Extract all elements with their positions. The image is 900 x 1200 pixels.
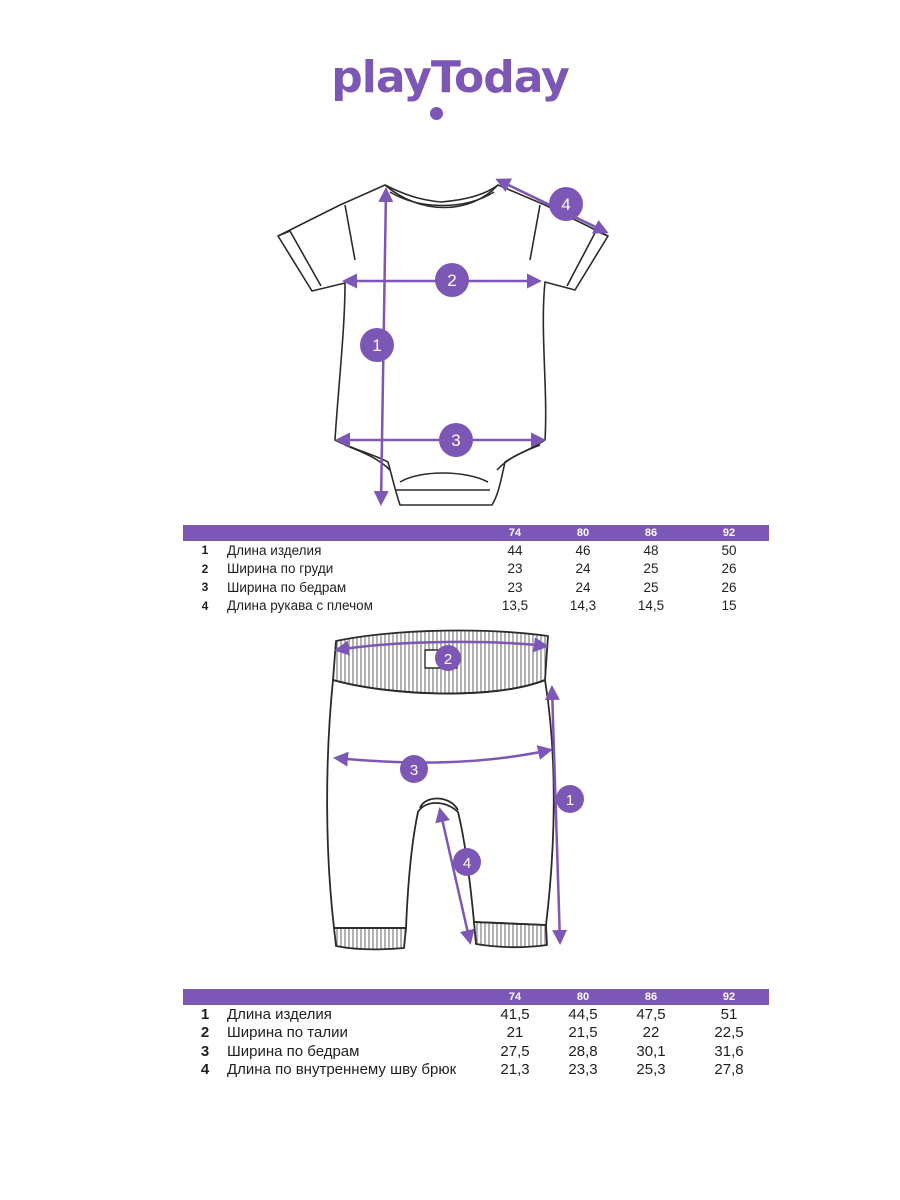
pants-measure-lines — [333, 637, 568, 945]
svg-text:3: 3 — [451, 431, 460, 450]
bodysuit-marker-3: 3 — [439, 423, 473, 457]
svg-text:2: 2 — [447, 271, 456, 290]
bodysuit-marker-1: 1 — [360, 328, 394, 362]
row-value: 23 — [507, 579, 523, 595]
row-number: 2 — [200, 1024, 210, 1042]
table-row: 4 Длина рукава с плечом 13,5 14,3 14,5 1… — [183, 597, 769, 616]
row-value: 23 — [507, 561, 523, 577]
size-header: 80 — [553, 525, 613, 541]
logo-dot — [430, 107, 443, 120]
row-value: 51 — [720, 1005, 738, 1023]
table-row: 4 Длина по внутреннему шву брюк 21,3 23,… — [183, 1061, 769, 1080]
row-value: 24 — [575, 579, 591, 595]
row-value: 21,5 — [568, 1024, 598, 1042]
table-row: 2 Ширина по талии 21 21,5 22 22,5 — [183, 1024, 769, 1043]
row-number: 4 — [200, 1061, 210, 1079]
row-value: 27,5 — [500, 1042, 530, 1060]
row-value: 44 — [507, 542, 523, 558]
row-value: 22 — [642, 1024, 660, 1042]
row-value: 31,6 — [714, 1042, 744, 1060]
table-row: 1 Длина изделия 44 46 48 50 — [183, 541, 769, 560]
table-row: 2 Ширина по груди 23 24 25 26 — [183, 560, 769, 579]
row-value: 14,3 — [569, 598, 597, 614]
pants-marker-1: 1 — [556, 785, 584, 813]
row-value: 48 — [643, 542, 659, 558]
bodysuit-size-table: 74 80 86 92 1 Длина изделия 44 46 48 50 … — [183, 525, 769, 615]
size-header: 86 — [613, 525, 689, 541]
row-value: 24 — [575, 561, 591, 577]
row-number: 2 — [201, 561, 209, 576]
row-value: 44,5 — [568, 1005, 598, 1023]
size-header: 80 — [553, 989, 613, 1005]
bodysuit-drawing: 1 2 3 4 — [277, 178, 609, 506]
brand-logo: playToday — [331, 52, 570, 103]
row-value: 25,3 — [636, 1061, 666, 1079]
row-label: Ширина по бедрам — [227, 579, 347, 595]
pants-marker-2: 2 — [435, 645, 461, 671]
row-number: 3 — [200, 1042, 210, 1060]
row-label: Ширина по бедрам — [227, 1042, 360, 1060]
row-value: 28,8 — [568, 1042, 598, 1060]
svg-text:1: 1 — [372, 336, 381, 355]
row-value: 26 — [721, 561, 737, 577]
row-value: 15 — [721, 598, 737, 614]
size-header-row: 74 80 86 92 — [183, 525, 769, 541]
row-value: 47,5 — [636, 1005, 666, 1023]
row-value: 41,5 — [500, 1005, 530, 1023]
row-value: 22,5 — [714, 1024, 744, 1042]
row-value: 25 — [643, 561, 659, 577]
row-number: 1 — [201, 543, 209, 558]
row-label: Ширина по груди — [227, 561, 334, 577]
row-value: 26 — [721, 579, 737, 595]
row-number: 4 — [201, 598, 209, 613]
row-value: 50 — [721, 542, 737, 558]
row-label: Длина изделия — [227, 542, 322, 558]
size-header: 74 — [477, 989, 553, 1005]
row-value: 25 — [643, 579, 659, 595]
svg-text:4: 4 — [561, 195, 570, 214]
pants-outline — [326, 629, 555, 951]
row-value: 13,5 — [501, 598, 529, 614]
svg-text:2: 2 — [444, 651, 452, 668]
row-number: 3 — [201, 580, 209, 595]
size-header: 92 — [689, 989, 769, 1005]
bodysuit-markers: 1 2 3 4 — [360, 187, 583, 457]
row-value: 27,8 — [714, 1061, 744, 1079]
row-label: Длина изделия — [227, 1005, 332, 1023]
size-header: 86 — [613, 989, 689, 1005]
svg-text:1: 1 — [566, 792, 574, 809]
bodysuit-marker-2: 2 — [435, 263, 469, 297]
size-header: 92 — [689, 525, 769, 541]
row-value: 30,1 — [636, 1042, 666, 1060]
row-label: Ширина по талии — [227, 1024, 348, 1042]
row-value: 23,3 — [568, 1061, 598, 1079]
row-value: 21,3 — [500, 1061, 530, 1079]
bodysuit-marker-4: 4 — [549, 187, 583, 221]
pants-drawing: 1 2 3 4 — [326, 629, 584, 951]
row-value: 14,5 — [637, 598, 665, 614]
table-row: 3 Ширина по бедрам 23 24 25 26 — [183, 578, 769, 597]
pants-size-table: 74 80 86 92 1 Длина изделия 41,5 44,5 47… — [183, 989, 769, 1079]
size-header-row: 74 80 86 92 — [183, 989, 769, 1005]
row-label: Длина по внутреннему шву брюк — [227, 1061, 457, 1079]
row-label: Длина рукава с плечом — [227, 598, 373, 614]
table-row: 1 Длина изделия 41,5 44,5 47,5 51 — [183, 1005, 769, 1024]
pants-markers: 1 2 3 4 — [400, 645, 584, 876]
svg-text:3: 3 — [410, 762, 418, 779]
pants-marker-4: 4 — [453, 848, 481, 876]
row-number: 1 — [200, 1005, 210, 1023]
size-header: 74 — [477, 525, 553, 541]
pants-marker-3: 3 — [400, 755, 428, 783]
row-value: 46 — [575, 542, 591, 558]
bodysuit-outline — [277, 184, 609, 506]
svg-text:4: 4 — [463, 855, 471, 872]
row-value: 21 — [506, 1024, 524, 1042]
table-row: 3 Ширина по бедрам 27,5 28,8 30,1 31,6 — [183, 1042, 769, 1061]
